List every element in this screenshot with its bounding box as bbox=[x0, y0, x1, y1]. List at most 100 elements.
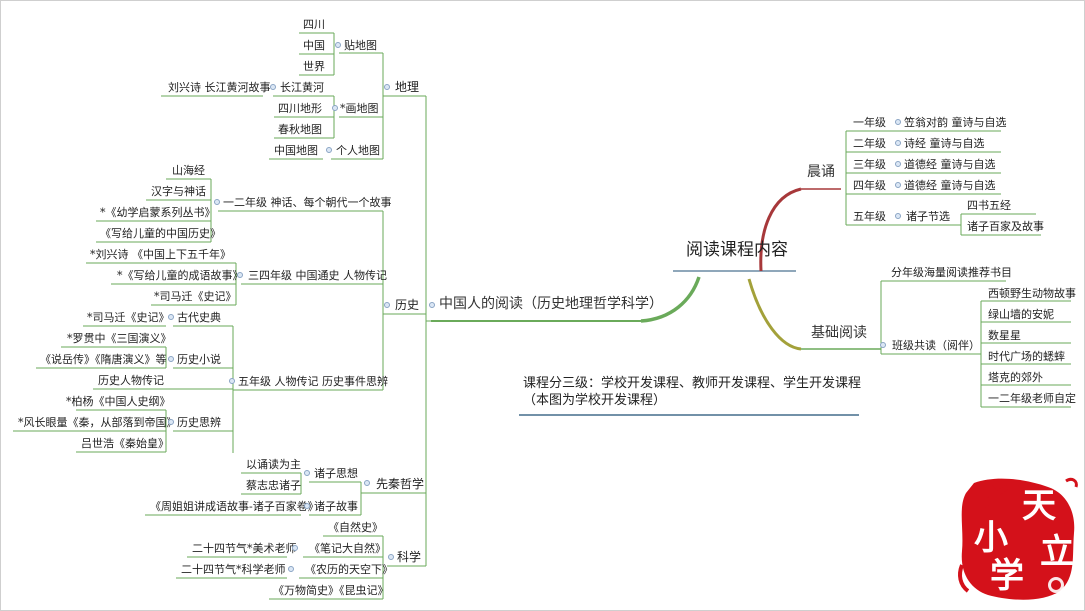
node-historical-novels[interactable]: 历史小说 bbox=[177, 353, 221, 366]
node-morning-grade-3-text[interactable]: 道德经 童诗与自选 bbox=[904, 158, 996, 171]
node-morning-grade-1[interactable]: 一年级 bbox=[853, 116, 886, 129]
node-yangtze-yellow[interactable]: 长江黄河 bbox=[280, 81, 324, 94]
collapse-dot[interactable] bbox=[214, 199, 220, 205]
collapse-dot[interactable] bbox=[168, 419, 174, 425]
collapse-dot[interactable] bbox=[288, 566, 294, 572]
collapse-dot[interactable] bbox=[895, 182, 901, 188]
collapse-dot[interactable] bbox=[388, 554, 394, 560]
node-anne[interactable]: 绿山墙的安妮 bbox=[988, 308, 1054, 321]
node-chunqiu-map[interactable]: 春秋地图 bbox=[278, 123, 322, 136]
node-morning-grade-4[interactable]: 四年级 bbox=[853, 179, 886, 192]
node-shiji-1[interactable]: *司马迁《史记》 bbox=[154, 290, 237, 303]
node-teacher-choice[interactable]: 一二年级老师自定 bbox=[988, 392, 1076, 405]
node-grade-3-4[interactable]: 三四年级 中国通史 人物传记 bbox=[248, 269, 387, 282]
node-qinshihuang[interactable]: 吕世浩《秦始皇》 bbox=[81, 437, 169, 450]
node-history[interactable]: 历史 bbox=[395, 298, 420, 312]
node-shanhaijing[interactable]: 山海经 bbox=[172, 164, 205, 177]
node-zhuzi-stories[interactable]: 诸子故事 bbox=[314, 500, 358, 513]
node-recitation[interactable]: 以诵读为主 bbox=[246, 458, 301, 471]
node-ancient-classics[interactable]: 古代史典 bbox=[177, 311, 221, 324]
node-yue-sui-tang[interactable]: 《说岳传》《隋唐演义》等 bbox=[40, 353, 167, 366]
node-four-books[interactable]: 四书五经 bbox=[967, 199, 1011, 212]
node-liu-rivers[interactable]: 刘兴诗 长江黄河故事 bbox=[168, 81, 271, 94]
node-paste-map[interactable]: 贴地图 bbox=[344, 39, 377, 52]
node-morning-grade-2[interactable]: 二年级 bbox=[853, 137, 886, 150]
node-grade-5[interactable]: 五年级 人物传记 历史事件思辨 bbox=[238, 375, 388, 388]
node-history-thinking[interactable]: 历史思辨 bbox=[177, 416, 221, 429]
collapse-dot[interactable] bbox=[895, 161, 901, 167]
branch-morning-recital[interactable]: 晨诵 bbox=[807, 164, 835, 180]
collapse-dot[interactable] bbox=[168, 356, 174, 362]
node-zhuzi-thought[interactable]: 诸子思想 bbox=[314, 467, 358, 480]
node-zhuzi-excerpts[interactable]: 诸子节选 bbox=[906, 210, 950, 223]
collapse-dot[interactable] bbox=[270, 84, 276, 90]
collapse-dot[interactable] bbox=[237, 272, 243, 278]
node-brief-history[interactable]: 《万物简史》《昆虫记》 bbox=[273, 584, 389, 597]
node-boyang[interactable]: *柏杨《中国人史纲》 bbox=[66, 395, 171, 408]
node-kids-history[interactable]: 《写给儿童的中国历史》 bbox=[100, 227, 221, 240]
node-hundred-schools[interactable]: 诸子百家及故事 bbox=[967, 220, 1044, 233]
seal-char-li: 立 bbox=[1040, 532, 1074, 572]
collapse-dot[interactable] bbox=[895, 119, 901, 125]
node-science-teacher[interactable]: 二十四节气*科学老师 bbox=[181, 563, 286, 576]
node-idiom-stories[interactable]: *《写给儿童的成语故事》 bbox=[117, 269, 244, 282]
node-graded-reading[interactable]: 分年级海量阅读推荐书目 bbox=[891, 266, 1012, 279]
node-morning-grade-5[interactable]: 五年级 bbox=[853, 210, 886, 223]
node-5000-years[interactable]: *刘兴诗 《中国上下五千年》 bbox=[90, 248, 231, 261]
node-world[interactable]: 世界 bbox=[303, 60, 325, 73]
collapse-dot[interactable] bbox=[304, 503, 310, 509]
node-shiji-2[interactable]: *司马迁《史记》 bbox=[87, 311, 170, 324]
node-three-kingdoms[interactable]: *罗贯中《三国演义》 bbox=[67, 332, 172, 345]
collapse-dot[interactable] bbox=[168, 314, 174, 320]
node-draw-map[interactable]: *画地图 bbox=[340, 102, 379, 115]
node-morning-grade-4-text[interactable]: 道德经 童诗与自选 bbox=[904, 179, 996, 192]
node-biographies[interactable]: 历史人物传记 bbox=[98, 374, 164, 387]
node-pre-qin-philosophy[interactable]: 先秦哲学 bbox=[376, 477, 425, 491]
node-china[interactable]: 中国 bbox=[303, 39, 325, 52]
node-tucker[interactable]: 塔克的郊外 bbox=[988, 371, 1043, 384]
node-geography[interactable]: 地理 bbox=[395, 80, 420, 94]
branch-basic-reading[interactable]: 基础阅读 bbox=[811, 325, 867, 341]
node-grade-1-2[interactable]: 一二年级 神话、每个朝代一个故事 bbox=[223, 196, 392, 209]
collapse-dot[interactable] bbox=[364, 480, 370, 486]
collapse-dot[interactable] bbox=[335, 42, 341, 48]
node-art-teacher[interactable]: 二十四节气*美术老师 bbox=[192, 542, 297, 555]
node-science[interactable]: 科学 bbox=[397, 550, 422, 564]
collapse-dot[interactable] bbox=[895, 213, 901, 219]
node-morning-grade-1-text[interactable]: 笠翁对韵 童诗与自选 bbox=[904, 116, 1007, 129]
node-caizhizhong[interactable]: 蔡志忠诸子 bbox=[246, 479, 301, 492]
node-lunar-sky[interactable]: 《农历的天空下》 bbox=[305, 563, 393, 576]
collapse-dot[interactable] bbox=[304, 470, 310, 476]
node-zhou-idioms[interactable]: 《周姐姐讲成语故事-诸子百家卷》 bbox=[150, 500, 319, 513]
collapse-dot[interactable] bbox=[292, 545, 298, 551]
node-qin-empire[interactable]: *风长眼量《秦，从部落到帝国》 bbox=[18, 416, 178, 429]
node-personal-map[interactable]: 个人地图 bbox=[336, 144, 380, 157]
collapse-dot[interactable] bbox=[384, 84, 390, 90]
node-youxue[interactable]: *《幼学启蒙系列丛书》 bbox=[100, 206, 216, 219]
node-counting-stars[interactable]: 数星星 bbox=[988, 329, 1021, 342]
collapse-dot[interactable] bbox=[326, 147, 332, 153]
node-morning-grade-2-text[interactable]: 诗经 童诗与自选 bbox=[904, 137, 985, 150]
node-natural-history[interactable]: 《自然史》 bbox=[328, 521, 383, 534]
seal-char-xue: 学 bbox=[990, 556, 1024, 596]
collapse-dot[interactable] bbox=[429, 302, 435, 308]
node-seton[interactable]: 西顿野生动物故事 bbox=[988, 287, 1076, 300]
node-morning-grade-3[interactable]: 三年级 bbox=[853, 158, 886, 171]
node-hanzi-myth[interactable]: 汉字与神话 bbox=[151, 185, 206, 198]
node-china-map[interactable]: 中国地图 bbox=[274, 144, 318, 157]
node-cricket[interactable]: 时代广场的蟋蟀 bbox=[988, 350, 1065, 363]
collapse-dot[interactable] bbox=[332, 105, 338, 111]
seal-char-tian: 天 bbox=[1022, 486, 1056, 526]
node-sichuan-terrain[interactable]: 四川地形 bbox=[278, 102, 322, 115]
collapse-dot[interactable] bbox=[384, 302, 390, 308]
collapse-dot[interactable] bbox=[229, 378, 235, 384]
branch-chinese-reading[interactable]: 中国人的阅读（历史地理哲学科学） bbox=[439, 296, 663, 312]
node-sichuan[interactable]: 四川 bbox=[303, 18, 325, 31]
node-class-shared[interactable]: 班级共读（阅伴） bbox=[892, 339, 980, 352]
central-topic[interactable]: 阅读课程内容 bbox=[686, 240, 788, 260]
collapse-dot[interactable] bbox=[895, 140, 901, 146]
node-nature-notes[interactable]: 《笔记大自然》 bbox=[309, 542, 386, 555]
collapse-dot[interactable] bbox=[880, 342, 886, 348]
branch-left-curve bbox=[640, 276, 701, 323]
